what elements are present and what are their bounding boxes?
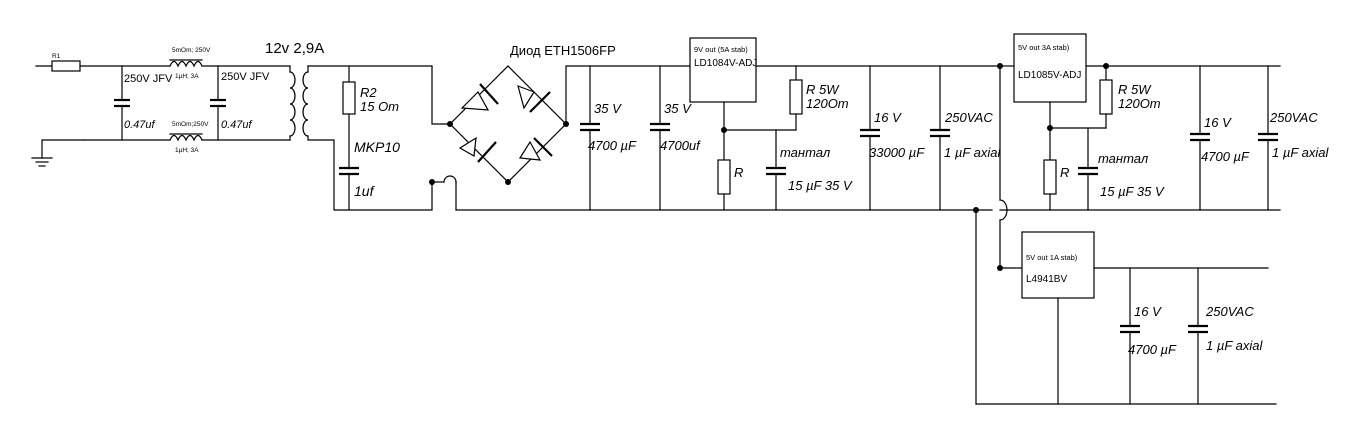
regulator-2-r5w xyxy=(1099,79,1113,115)
regulator-3-line2: L4941BV xyxy=(1026,274,1067,285)
bridge-diode-4 xyxy=(518,140,542,161)
r1-label: R1 xyxy=(52,53,61,60)
choke-bottom xyxy=(169,134,203,142)
regulator-1-tantal-value: 15 µF 35 V xyxy=(788,178,853,193)
c10-capacitor: 250VAC 1 µF axial xyxy=(1188,267,1263,405)
c9-capacitor: 16 V 4700 µF xyxy=(1120,267,1177,405)
choke-top xyxy=(169,60,203,68)
c10-value: 1 µF axial xyxy=(1206,338,1263,353)
c4-value: 4700uf xyxy=(660,138,701,153)
c5-value: 33000 µF xyxy=(869,145,925,160)
regulator-1-r5w xyxy=(789,79,803,115)
regulator-1-r-label: R xyxy=(734,165,743,180)
bridge-diode-2 xyxy=(517,85,535,110)
c7-capacitor: 16 V 4700 µF xyxy=(1190,65,1250,211)
regulator-3-line1: 5V out 1A stab) xyxy=(1026,253,1078,262)
r1-resistor xyxy=(51,60,81,72)
regulator-2-tantal-value: 15 µF 35 V xyxy=(1100,184,1165,199)
bridge-rectifier: Диод ETH1506FP xyxy=(429,43,616,211)
c9-voltage: 16 V xyxy=(1134,304,1162,319)
c6-voltage: 250VAC xyxy=(944,110,993,125)
c5-capacitor: 16 V 33000 µF xyxy=(860,65,925,211)
c3-value: 4700 µF xyxy=(588,138,637,153)
choke-top-value: 1µH; 3A xyxy=(175,73,199,80)
regulator-1-r xyxy=(717,159,731,195)
regulator-3: 5V out 1A stab) L4941BV xyxy=(975,231,1277,405)
regulator-2-r-label: R xyxy=(1060,165,1069,180)
regulator-1-r5w-label: R 5W xyxy=(806,82,840,97)
regulator-2-tantal: тантал xyxy=(1098,151,1149,166)
regulator-1: 9V out (5A stab) LD1084V-ADJ R R 5W 120O… xyxy=(689,37,1001,211)
bridge-diode-3 xyxy=(458,136,477,157)
c6-capacitor: 250VAC 1 µF axial xyxy=(930,65,1001,211)
regulator-1-line1: 9V out (5A stab) xyxy=(694,45,748,54)
regulator-2-line1: 5V out 3A stab) xyxy=(1018,43,1070,52)
regulator-2-r5w-value: 120Om xyxy=(1118,96,1161,111)
regulator-1-r5w-value: 120Om xyxy=(806,96,849,111)
c5-voltage: 16 V xyxy=(874,110,902,125)
c7-value: 4700 µF xyxy=(1201,149,1250,164)
c6-value: 1 µF axial xyxy=(944,145,1001,160)
regulator-2-box xyxy=(1013,33,1087,103)
regulator-1-tantal: тантал xyxy=(780,145,831,160)
c9-value: 4700 µF xyxy=(1128,342,1177,357)
choke-bottom-rating: 5mOm;250V xyxy=(172,121,209,128)
bridge-diode-1 xyxy=(460,91,490,111)
mkp10-name: MKP10 xyxy=(354,139,400,155)
regulator-3-box xyxy=(1021,231,1095,299)
choke-bottom-value: 1µH; 3A xyxy=(175,147,199,154)
regulator-2-r xyxy=(1043,159,1057,195)
transformer: 12v 2,9A xyxy=(265,40,433,211)
c10-voltage: 250VAC xyxy=(1205,304,1254,319)
choke-top-rating: 5mOm; 250V xyxy=(172,47,211,54)
input-filter: R1 5mOm; 250V 1µH; 3A 5mOm;250V 1µH; 3A … xyxy=(31,47,291,167)
regulator-1-line2: LD1084V-ADJ xyxy=(694,58,757,69)
c8-value: 1 µF axial xyxy=(1272,145,1329,160)
c1-value: 0.47uf xyxy=(124,119,156,131)
ground-icon xyxy=(31,157,53,167)
c2-rating: 250V JFV xyxy=(221,71,270,83)
c3-capacitor: 35 V 4700 µF xyxy=(580,65,637,211)
r2-resistor xyxy=(342,81,356,115)
regulator-2: 5V out 3A stab) LD1085V-ADJ R R 5W 120Om… xyxy=(1013,33,1281,211)
c1-rating: 250V JFV xyxy=(124,73,173,85)
c8-capacitor: 250VAC 1 µF axial xyxy=(1258,65,1329,211)
c7-voltage: 16 V xyxy=(1204,115,1232,130)
c4-voltage: 35 V xyxy=(664,101,692,116)
c8-voltage: 250VAC xyxy=(1269,110,1318,125)
transformer-label: 12v 2,9A xyxy=(265,40,324,57)
r2-name: R2 xyxy=(360,85,377,100)
c3-voltage: 35 V xyxy=(594,101,622,116)
regulator-2-line2: LD1085V-ADJ xyxy=(1018,70,1081,81)
r2-value: 15 Om xyxy=(360,99,399,114)
regulator-1-box xyxy=(689,37,757,103)
bridge-label: Диод ETH1506FP xyxy=(510,43,616,58)
regulator-2-r5w-label: R 5W xyxy=(1118,82,1152,97)
mkp10-value: 1uf xyxy=(354,183,376,199)
snubber: R2 15 Om MKP10 1uf xyxy=(339,65,400,211)
c4-capacitor: 35 V 4700uf xyxy=(650,65,701,211)
c2-value: 0.47uf xyxy=(221,119,253,131)
